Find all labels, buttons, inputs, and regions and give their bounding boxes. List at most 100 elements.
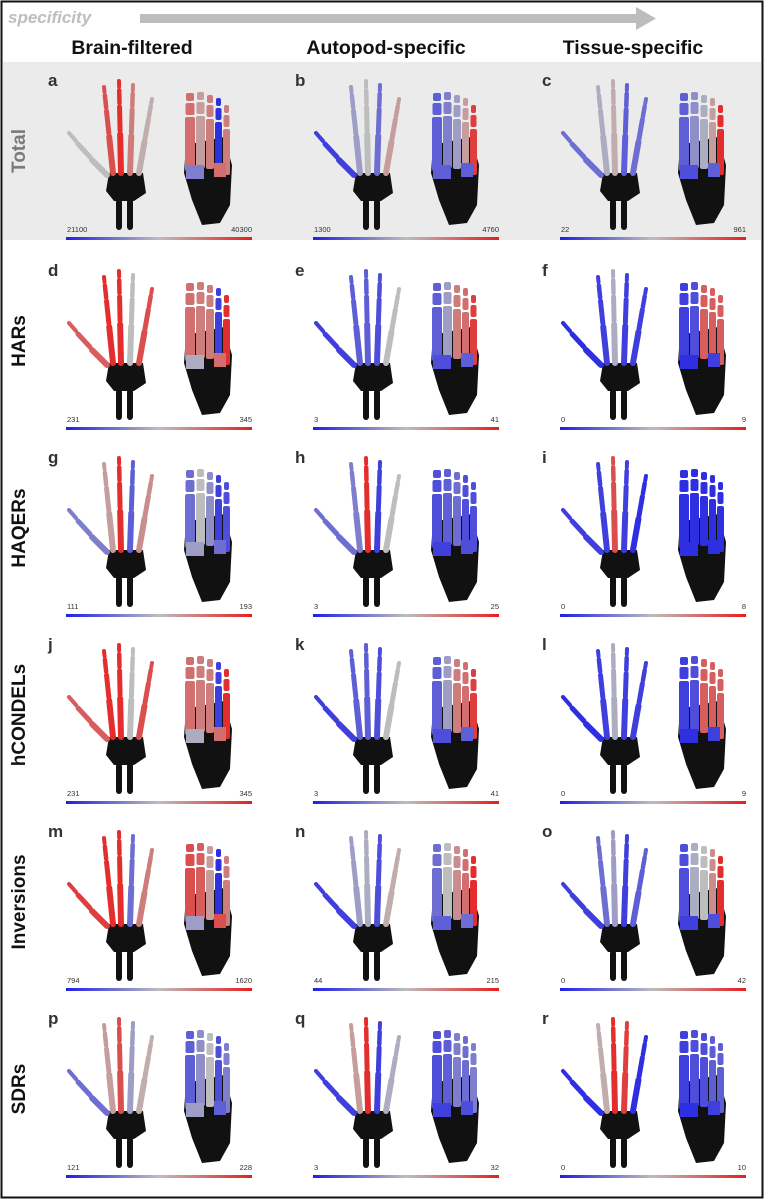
toe-3-distal bbox=[701, 1033, 707, 1041]
cuneiform-bone bbox=[186, 916, 204, 930]
finger-4-bone bbox=[128, 484, 135, 513]
toe-3-proximal bbox=[700, 482, 708, 494]
toe-5-distal bbox=[224, 295, 229, 303]
finger-2-bone bbox=[106, 510, 116, 553]
metatarsal-2 bbox=[690, 867, 699, 919]
finger-5-bone bbox=[149, 1035, 154, 1044]
finger-4-bone bbox=[621, 697, 629, 740]
finger-2-bone bbox=[596, 283, 603, 300]
toe-3-distal bbox=[207, 846, 213, 854]
carpal-bones bbox=[600, 1111, 640, 1139]
carpal-bones bbox=[353, 737, 393, 765]
panel-o bbox=[560, 830, 746, 991]
finger-3-bone bbox=[364, 1069, 371, 1114]
toe-1-proximal bbox=[679, 293, 689, 305]
toe-5-proximal bbox=[223, 1053, 230, 1065]
colorbar-max-label: 25 bbox=[490, 602, 499, 611]
finger-2-bone bbox=[598, 298, 606, 326]
finger-2-bone bbox=[102, 85, 107, 95]
panel-letter: l bbox=[542, 635, 547, 654]
thumb-metacarpal bbox=[583, 1095, 604, 1116]
toe-2-proximal bbox=[690, 292, 699, 304]
finger-2-bone bbox=[104, 298, 112, 326]
toe-5-distal bbox=[224, 1043, 229, 1051]
toe-5-distal bbox=[718, 1043, 723, 1051]
toe-4-distal bbox=[463, 662, 468, 670]
metatarsal-3 bbox=[206, 496, 214, 546]
metatarsal-3 bbox=[453, 1057, 461, 1107]
toe-2-proximal bbox=[443, 102, 452, 114]
metatarsal-3 bbox=[700, 309, 708, 359]
metatarsal-3 bbox=[453, 309, 461, 359]
toe-3-distal bbox=[207, 472, 213, 480]
toe-4-proximal bbox=[215, 485, 222, 497]
carpal-bones bbox=[106, 363, 146, 391]
toe-3-proximal bbox=[206, 856, 214, 868]
finger-5-bone bbox=[389, 868, 398, 893]
finger-2-bone bbox=[596, 93, 603, 110]
toe-4-distal bbox=[216, 662, 221, 670]
finger-2-bone bbox=[596, 462, 601, 472]
toe-1-distal bbox=[433, 93, 441, 101]
finger-5-bone bbox=[146, 668, 153, 684]
toe-3-proximal bbox=[206, 1043, 214, 1055]
toe-4-distal bbox=[216, 475, 221, 483]
colorbar-min-label: 0 bbox=[561, 415, 566, 424]
finger-2-bone bbox=[349, 657, 356, 674]
toe-4-proximal bbox=[462, 1046, 469, 1058]
colorbar-min-label: 0 bbox=[561, 1163, 566, 1172]
toe-4-distal bbox=[463, 475, 468, 483]
finger-5-bone bbox=[643, 661, 648, 670]
toe-2-distal bbox=[691, 843, 698, 851]
panel-letter: c bbox=[542, 71, 552, 90]
thumb-phalanx bbox=[569, 892, 587, 911]
finger-5-bone bbox=[636, 1055, 645, 1080]
cuneiform-bone bbox=[680, 542, 698, 556]
toe-1-proximal bbox=[679, 667, 689, 679]
thumb-metacarpal bbox=[89, 1095, 110, 1116]
finger-5-bone bbox=[643, 97, 648, 106]
finger-2-bone bbox=[349, 462, 354, 472]
finger-5-bone bbox=[383, 889, 395, 927]
metatarsal-2 bbox=[196, 680, 205, 732]
colorbar-min-label: 111 bbox=[67, 602, 79, 611]
colorbar bbox=[560, 237, 746, 240]
toe-2-proximal bbox=[443, 292, 452, 304]
colorbar-min-label: 21100 bbox=[67, 225, 88, 234]
toe-2-distal bbox=[691, 92, 698, 100]
toe-2-proximal bbox=[690, 666, 699, 678]
finger-5-bone bbox=[149, 661, 154, 670]
colorbar-max-label: 41 bbox=[490, 789, 499, 798]
toe-1-distal bbox=[680, 844, 688, 852]
finger-3-bone bbox=[117, 668, 123, 698]
toe-2-distal bbox=[444, 282, 451, 290]
finger-2-bone bbox=[102, 649, 107, 659]
finger-5-bone bbox=[636, 868, 645, 893]
toe-4-proximal bbox=[462, 298, 469, 310]
toe-5-proximal bbox=[470, 866, 477, 878]
finger-2-bone bbox=[596, 1023, 601, 1033]
finger-2-bone bbox=[351, 298, 359, 326]
toe-2-distal bbox=[197, 282, 204, 290]
metatarsal-4 bbox=[215, 312, 222, 360]
finger-2-bone bbox=[600, 1071, 610, 1114]
finger-4-bone bbox=[622, 107, 629, 136]
finger-5-bone bbox=[636, 117, 645, 142]
toe-5-distal bbox=[718, 482, 723, 490]
finger-5-bone bbox=[383, 515, 395, 553]
carpal-bones bbox=[600, 550, 640, 578]
metatarsal-4 bbox=[462, 873, 469, 921]
toe-3-proximal bbox=[453, 669, 461, 681]
toe-4-proximal bbox=[215, 672, 222, 684]
finger-3-bone bbox=[364, 668, 370, 698]
colorbar-min-label: 0 bbox=[561, 976, 566, 985]
finger-4-bone bbox=[621, 133, 629, 176]
column-header-tissue-specific: Tissue-specific bbox=[562, 37, 704, 59]
colorbar bbox=[313, 988, 499, 991]
panel-f bbox=[560, 269, 746, 430]
toe-1-proximal bbox=[432, 854, 442, 866]
finger-4-bone bbox=[375, 484, 382, 513]
toe-4-distal bbox=[216, 288, 221, 296]
panel-e bbox=[313, 269, 499, 430]
toe-4-distal bbox=[463, 1036, 468, 1044]
